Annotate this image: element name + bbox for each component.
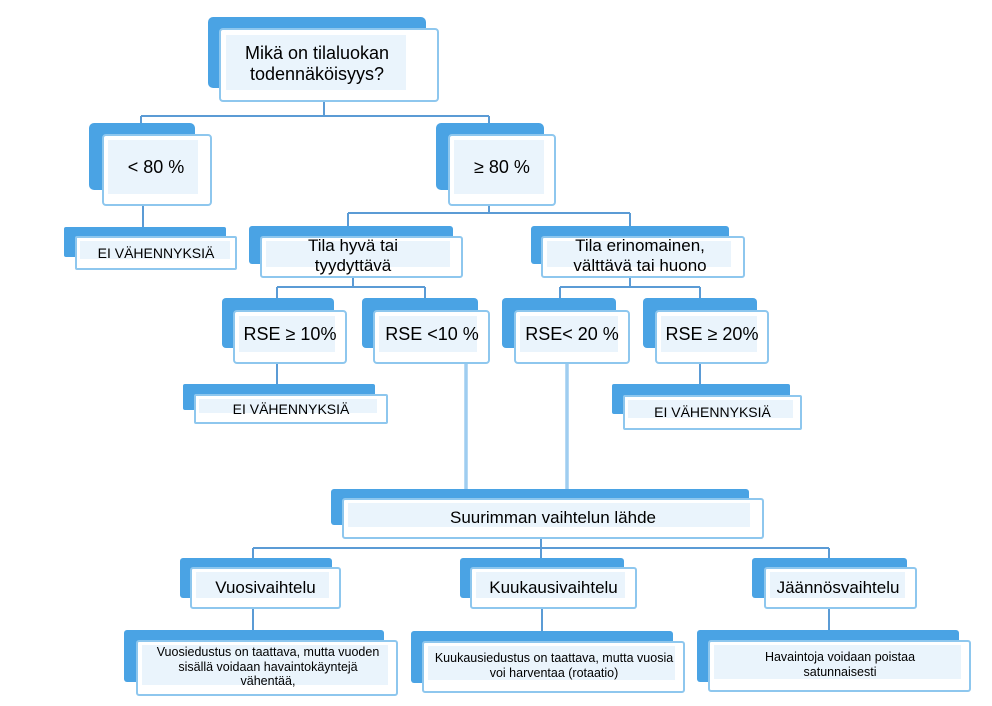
node-lt80-label: < 80 % — [127, 157, 185, 178]
node-largest-variation-label: Suurimman vaihtelun lähde — [449, 507, 656, 527]
node-rse-ge10-label: RSE ≥ 10% — [243, 324, 337, 345]
node-no-reduction-2-label: EI VÄHENNYKSIÄ — [232, 400, 350, 417]
node-annual-note-label: Vuosiedustus on taattava, mutta vuoden s… — [156, 644, 380, 689]
node-annual-label: Vuosivaihtelu — [215, 577, 316, 597]
node-rse-ge20-label: RSE ≥ 20% — [665, 324, 759, 345]
node-rse-lt20-label: RSE< 20 % — [525, 324, 619, 345]
node-monthly-note-label: Kuukausiedustus on taattava, mutta vuosi… — [434, 651, 674, 680]
node-state-good-label: Tila hyvä tai tyydyttävä — [307, 235, 399, 275]
node-ge80-label: ≥ 80 % — [474, 157, 530, 178]
node-no-reduction-1-label: EI VÄHENNYKSIÄ — [97, 244, 215, 261]
node-rse-lt10-label: RSE <10 % — [385, 324, 479, 345]
node-no-reduction-3-label: EI VÄHENNYKSIÄ — [654, 403, 771, 420]
node-residual-note-label: Havaintoja voidaan poistaa satunnaisesti — [764, 650, 916, 679]
node-monthly-label: Kuukausivaihtelu — [489, 577, 618, 597]
node-state-excellent-label: Tila erinomainen, välttävä tai huono — [573, 235, 707, 275]
node-root-label: Mikä on tilaluokan todennäköisyys? — [244, 42, 390, 84]
node-residual-label: Jäännösvaihtelu — [776, 578, 900, 598]
